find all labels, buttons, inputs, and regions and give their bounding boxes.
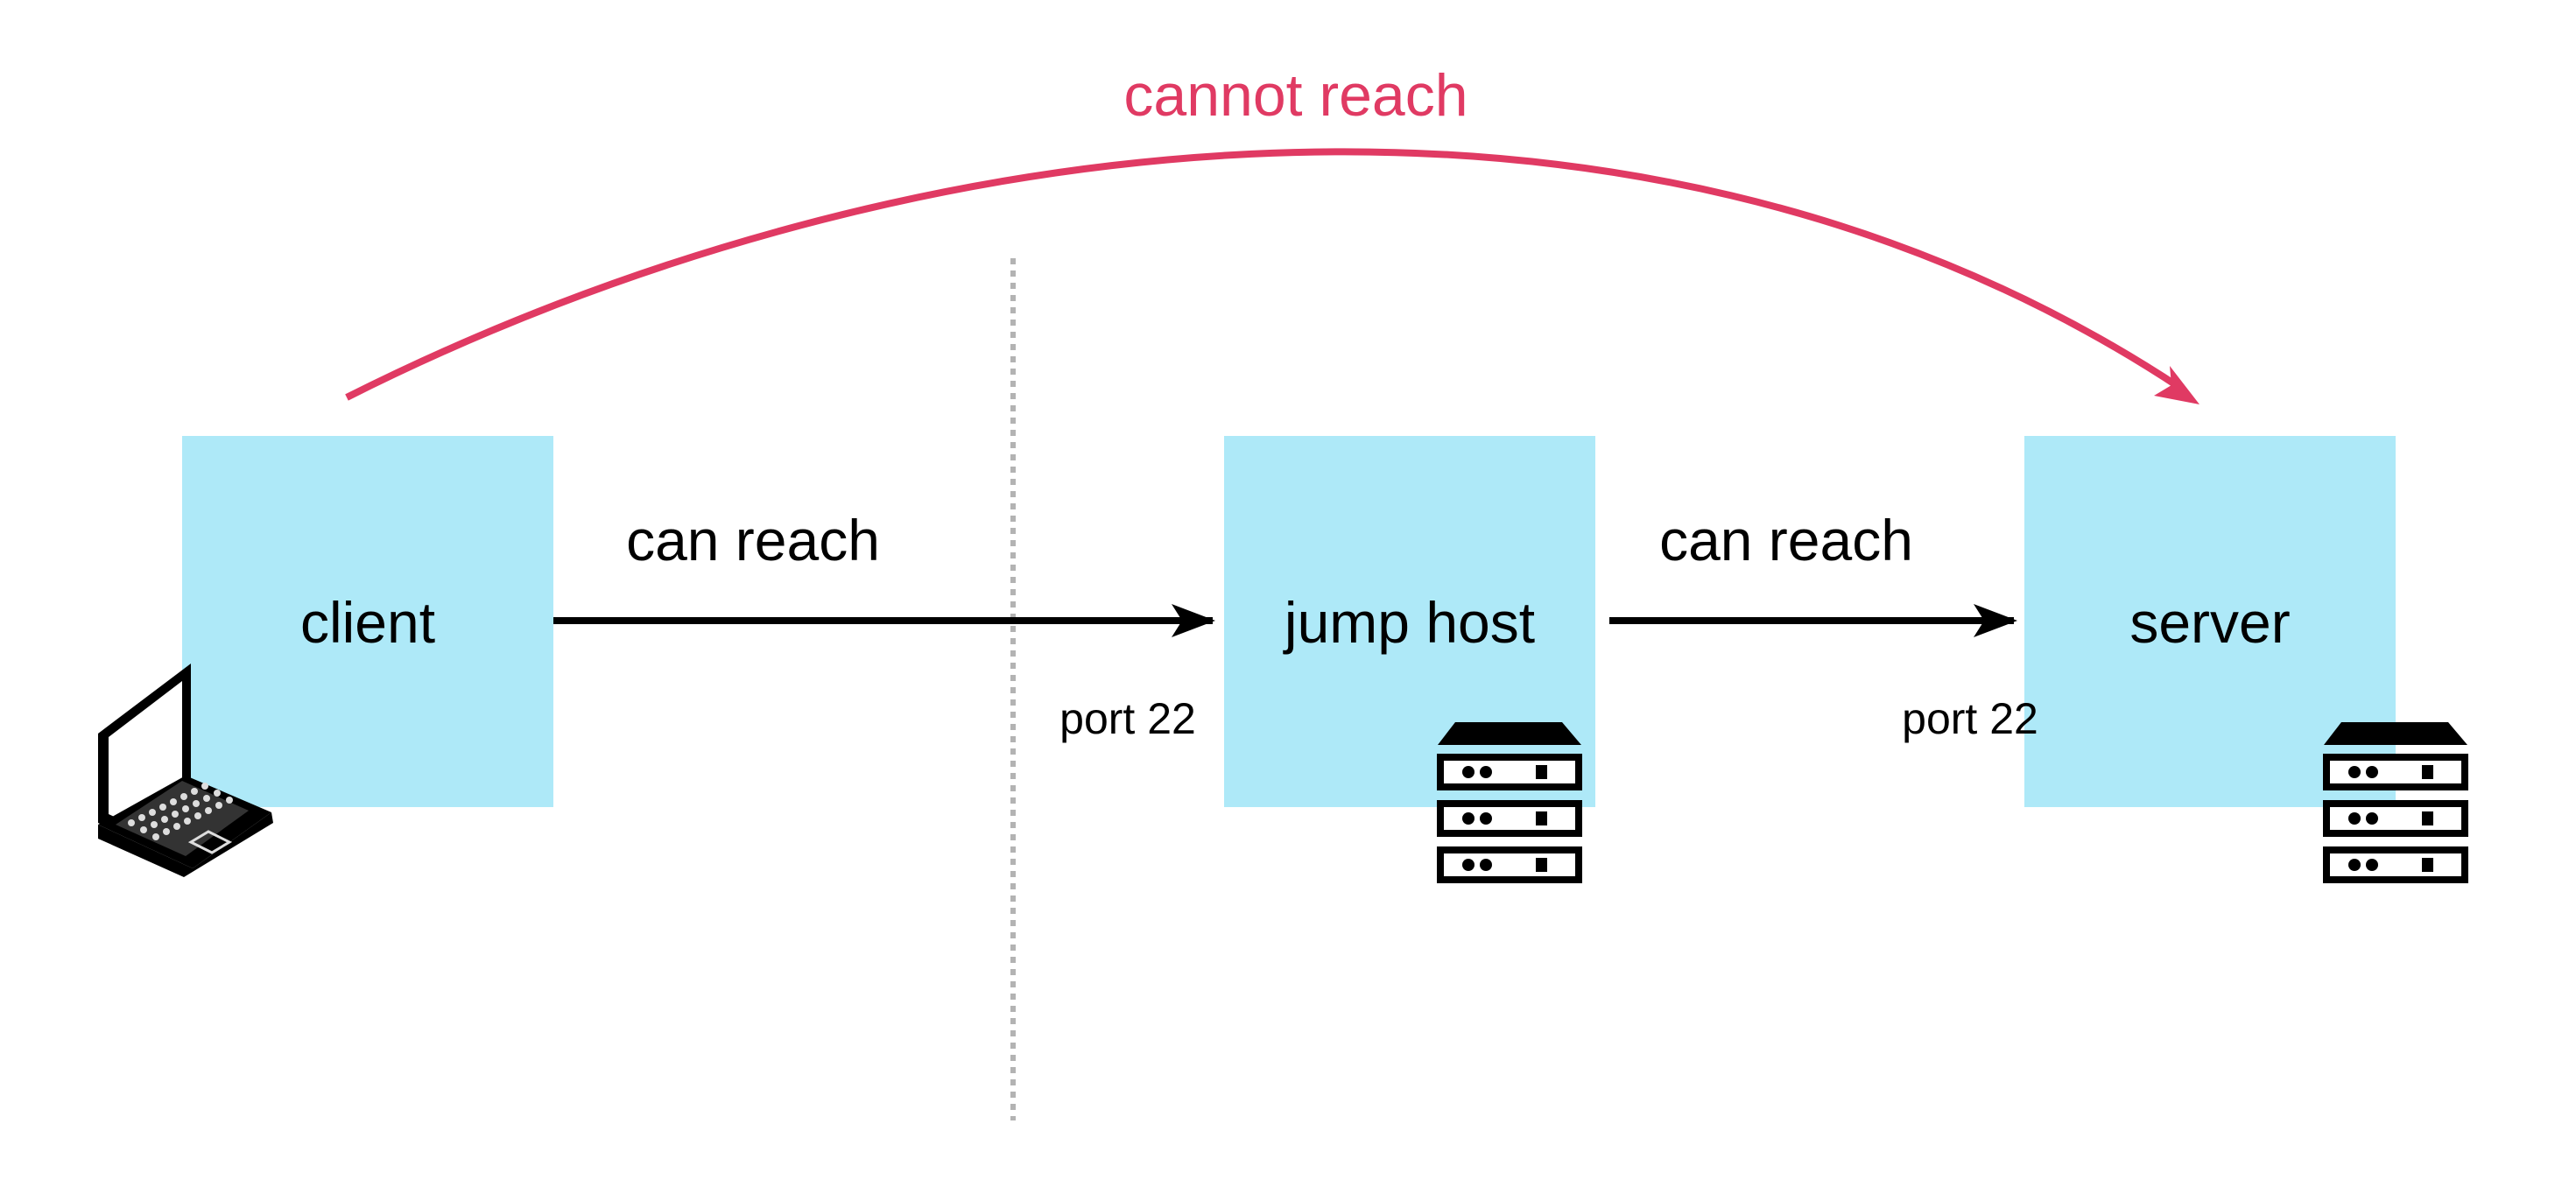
jump-host-node	[1224, 436, 1595, 807]
jump-host-to-server-label: can reach	[1659, 508, 1913, 572]
laptop-icon	[98, 664, 273, 877]
server-label: server	[2129, 590, 2290, 655]
client-to-jump-host-label: can reach	[626, 508, 880, 572]
client-to-jump-host-arrowhead	[1172, 604, 1215, 637]
server-node	[2024, 436, 2396, 807]
cannot-reach-label: cannot reach	[1123, 62, 1467, 129]
cannot-reach-arrowhead	[2154, 366, 2199, 404]
client-label: client	[300, 590, 435, 655]
client-node	[182, 436, 553, 807]
jump-host-port-label: port 22	[1059, 694, 1196, 743]
server-port-label: port 22	[1902, 694, 2038, 743]
jump-host-label: jump host	[1283, 590, 1535, 655]
cannot-reach-arc	[345, 148, 2183, 401]
jump-host-to-server-arrowhead	[1974, 604, 2017, 637]
